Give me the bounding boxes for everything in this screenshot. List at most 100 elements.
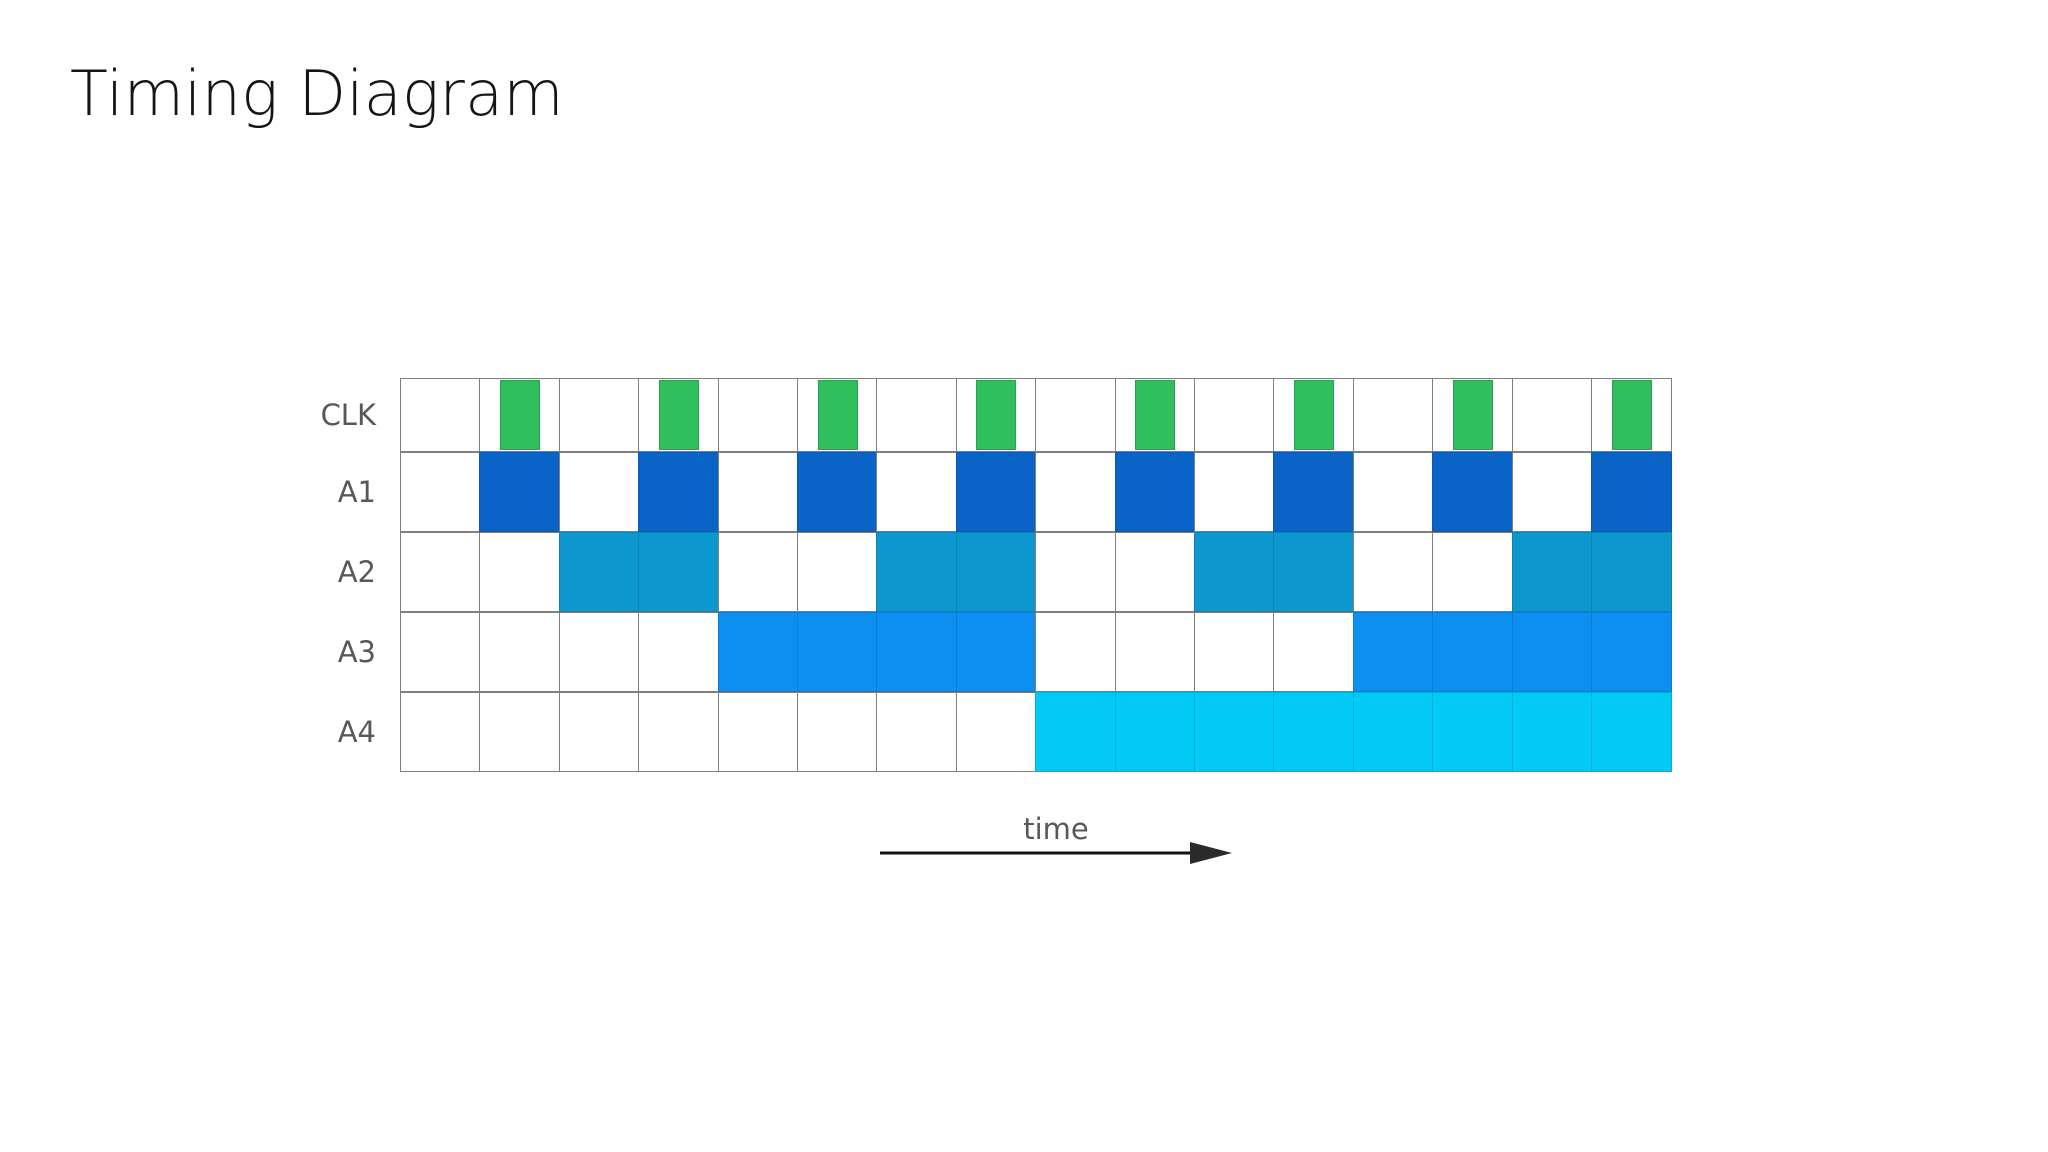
cell-a2-0 xyxy=(400,532,481,612)
cell-a2-3 xyxy=(638,532,720,612)
cell-a1-5 xyxy=(797,452,879,532)
wave-row-a4: A4 xyxy=(330,692,1673,772)
cell-a4-7 xyxy=(955,692,1037,772)
cell-a1-8 xyxy=(1035,452,1117,532)
cell-a1-11 xyxy=(1273,452,1355,532)
cell-a2-13 xyxy=(1432,532,1514,612)
cell-a3-7 xyxy=(955,612,1037,692)
cell-clk-13 xyxy=(1432,378,1514,452)
cell-clk-14 xyxy=(1511,378,1593,452)
cell-a3-15 xyxy=(1591,612,1673,692)
cell-a3-3 xyxy=(638,612,720,692)
cell-a3-8 xyxy=(1035,612,1117,692)
cell-a2-10 xyxy=(1194,532,1276,612)
cell-a4-4 xyxy=(717,692,799,772)
cell-a1-9 xyxy=(1114,452,1196,532)
cell-a3-11 xyxy=(1273,612,1355,692)
wave-row-a1: A1 xyxy=(330,452,1673,532)
cell-a2-15 xyxy=(1591,532,1673,612)
cell-a3-2 xyxy=(558,612,640,692)
cell-a4-2 xyxy=(558,692,640,772)
cell-clk-9 xyxy=(1114,378,1196,452)
wave-row-clk: CLK xyxy=(320,378,1673,452)
cell-clk-6 xyxy=(876,378,958,452)
cell-a3-10 xyxy=(1194,612,1276,692)
cell-a1-13 xyxy=(1432,452,1514,532)
signal-label-a3: A3 xyxy=(337,635,376,669)
signal-label-a1: A1 xyxy=(337,475,376,509)
cell-a1-14 xyxy=(1511,452,1593,532)
wave-row-a3: A3 xyxy=(330,612,1673,692)
signal-label-a2: A2 xyxy=(337,555,376,589)
cell-clk-0 xyxy=(400,378,481,452)
cell-a1-10 xyxy=(1194,452,1276,532)
cell-a3-12 xyxy=(1352,612,1434,692)
signal-track-a4 xyxy=(400,692,1673,772)
arrow-right-icon xyxy=(880,842,1232,864)
cell-a2-2 xyxy=(558,532,640,612)
cell-a2-14 xyxy=(1511,532,1593,612)
cell-a2-1 xyxy=(479,532,561,612)
cell-a2-4 xyxy=(717,532,799,612)
cell-a4-5 xyxy=(797,692,879,772)
time-axis: time xyxy=(880,812,1232,872)
cell-a1-7 xyxy=(955,452,1037,532)
cell-a2-12 xyxy=(1352,532,1434,612)
cell-a3-4 xyxy=(717,612,799,692)
cell-a3-1 xyxy=(479,612,561,692)
signal-label-clk: CLK xyxy=(320,398,376,432)
cell-a1-12 xyxy=(1352,452,1434,532)
cell-a2-11 xyxy=(1273,532,1355,612)
cell-a4-9 xyxy=(1114,692,1196,772)
cell-a3-9 xyxy=(1114,612,1196,692)
cell-a4-14 xyxy=(1511,692,1593,772)
cell-a3-5 xyxy=(797,612,879,692)
cell-clk-15 xyxy=(1591,378,1673,452)
cell-a2-8 xyxy=(1035,532,1117,612)
cell-a1-4 xyxy=(717,452,799,532)
cell-clk-5 xyxy=(797,378,879,452)
cell-a2-9 xyxy=(1114,532,1196,612)
cell-a3-6 xyxy=(876,612,958,692)
cell-clk-7 xyxy=(955,378,1037,452)
cell-a4-6 xyxy=(876,692,958,772)
cell-a1-1 xyxy=(479,452,561,532)
wave-row-a2: A2 xyxy=(330,532,1673,612)
cell-a1-15 xyxy=(1591,452,1673,532)
cell-a4-8 xyxy=(1035,692,1117,772)
signal-label-a4: A4 xyxy=(337,715,376,749)
cell-clk-1 xyxy=(479,378,561,452)
cell-clk-10 xyxy=(1194,378,1276,452)
cell-a2-7 xyxy=(955,532,1037,612)
signal-track-a3 xyxy=(400,612,1673,692)
cell-a4-0 xyxy=(400,692,481,772)
cell-a3-0 xyxy=(400,612,481,692)
page-title: Timing Diagram xyxy=(70,57,564,130)
cell-a4-1 xyxy=(479,692,561,772)
cell-clk-8 xyxy=(1035,378,1117,452)
cell-a1-6 xyxy=(876,452,958,532)
cell-a2-5 xyxy=(797,532,879,612)
cell-a4-10 xyxy=(1194,692,1276,772)
time-axis-label: time xyxy=(1023,812,1089,846)
cell-a4-13 xyxy=(1432,692,1514,772)
cell-a1-0 xyxy=(400,452,481,532)
cell-a1-2 xyxy=(558,452,640,532)
cell-clk-11 xyxy=(1273,378,1355,452)
cell-a4-3 xyxy=(638,692,720,772)
cell-clk-12 xyxy=(1352,378,1434,452)
cell-a3-14 xyxy=(1511,612,1593,692)
cell-a2-6 xyxy=(876,532,958,612)
cell-a4-11 xyxy=(1273,692,1355,772)
cell-clk-2 xyxy=(558,378,640,452)
cell-a3-13 xyxy=(1432,612,1514,692)
cell-clk-3 xyxy=(638,378,720,452)
cell-clk-4 xyxy=(717,378,799,452)
signal-track-clk xyxy=(400,378,1673,452)
signal-track-a1 xyxy=(400,452,1673,532)
cell-a1-3 xyxy=(638,452,720,532)
signal-track-a2 xyxy=(400,532,1673,612)
cell-a4-12 xyxy=(1352,692,1434,772)
cell-a4-15 xyxy=(1591,692,1673,772)
